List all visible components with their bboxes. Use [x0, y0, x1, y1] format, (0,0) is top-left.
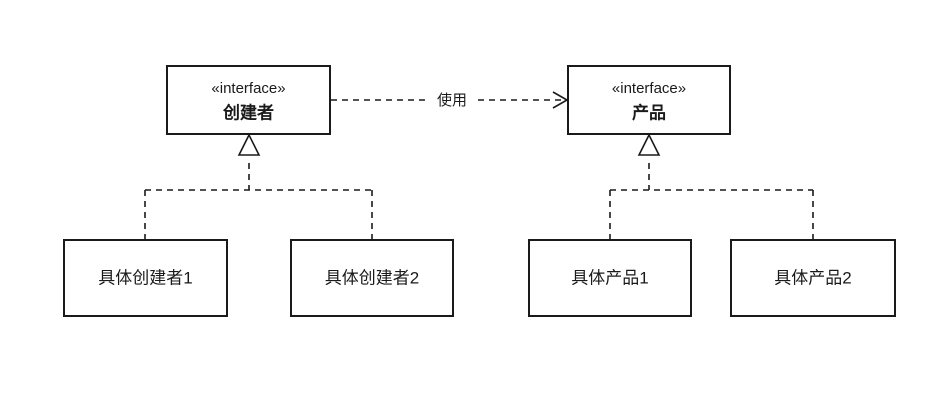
concrete-creator-1-box[interactable]	[63, 239, 228, 317]
node-concrete-creator-2[interactable]: 具体创建者2	[290, 239, 454, 317]
realization-connector-creator[interactable]	[144, 133, 373, 240]
node-concrete-creator-1[interactable]: 具体创建者1	[63, 239, 228, 317]
dependency-label-backdrop	[426, 89, 478, 111]
concrete-creator-2-label: 具体创建者2	[325, 268, 419, 287]
creator-stereotype-label: «interface»	[211, 80, 285, 97]
hollow-triangle-icon	[637, 133, 661, 156]
node-product-interface[interactable]: «interface» 产品	[567, 65, 731, 135]
dependency-connector-uses[interactable]: 使用	[331, 89, 569, 111]
concrete-product-1-box[interactable]	[528, 239, 692, 317]
concrete-product-1-label: 具体产品1	[571, 268, 648, 287]
node-creator-interface[interactable]: «interface» 创建者	[166, 65, 331, 135]
product-name-label: 产品	[632, 102, 666, 122]
creator-name-label: 创建者	[222, 102, 274, 122]
realization-connector-product[interactable]	[609, 133, 814, 240]
node-concrete-product-1[interactable]: 具体产品1	[528, 239, 692, 317]
product-interface-box[interactable]	[567, 65, 731, 135]
hollow-triangle-icon	[237, 133, 261, 156]
concrete-creator-1-label: 具体创建者1	[98, 268, 192, 287]
node-concrete-product-2[interactable]: 具体产品2	[730, 239, 896, 317]
product-stereotype-label: «interface»	[612, 80, 686, 97]
creator-interface-box[interactable]	[166, 65, 331, 135]
dependency-label: 使用	[437, 92, 467, 109]
concrete-creator-2-box[interactable]	[290, 239, 454, 317]
concrete-product-2-box[interactable]	[730, 239, 896, 317]
concrete-product-2-label: 具体产品2	[774, 268, 851, 287]
